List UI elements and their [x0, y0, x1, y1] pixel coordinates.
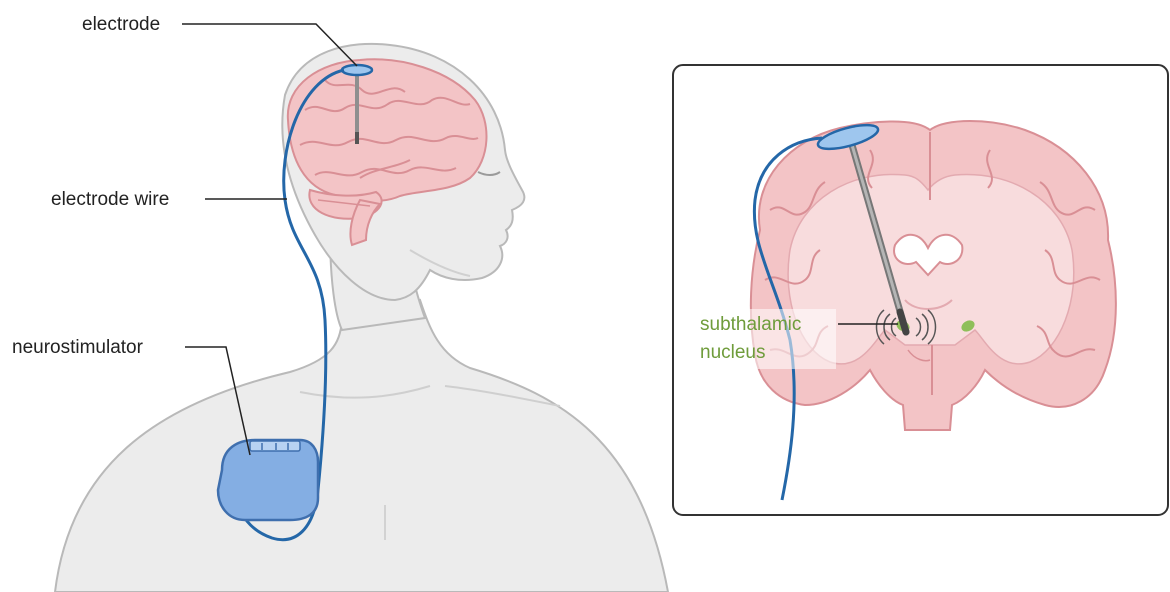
label-electrode: electrode — [82, 14, 160, 35]
label-electrode-wire-group: electrode wire — [51, 189, 287, 210]
coronal-brain — [751, 121, 1116, 430]
torso — [55, 300, 668, 592]
label-nucleus: nucleus — [700, 342, 766, 363]
label-electrode-wire: electrode wire — [51, 189, 169, 210]
label-neurostimulator: neurostimulator — [12, 337, 144, 358]
neurostimulator-device — [218, 440, 318, 520]
label-subthalamic: subthalamic — [700, 314, 801, 335]
inset-panel: subthalamic nucleus — [673, 65, 1168, 515]
